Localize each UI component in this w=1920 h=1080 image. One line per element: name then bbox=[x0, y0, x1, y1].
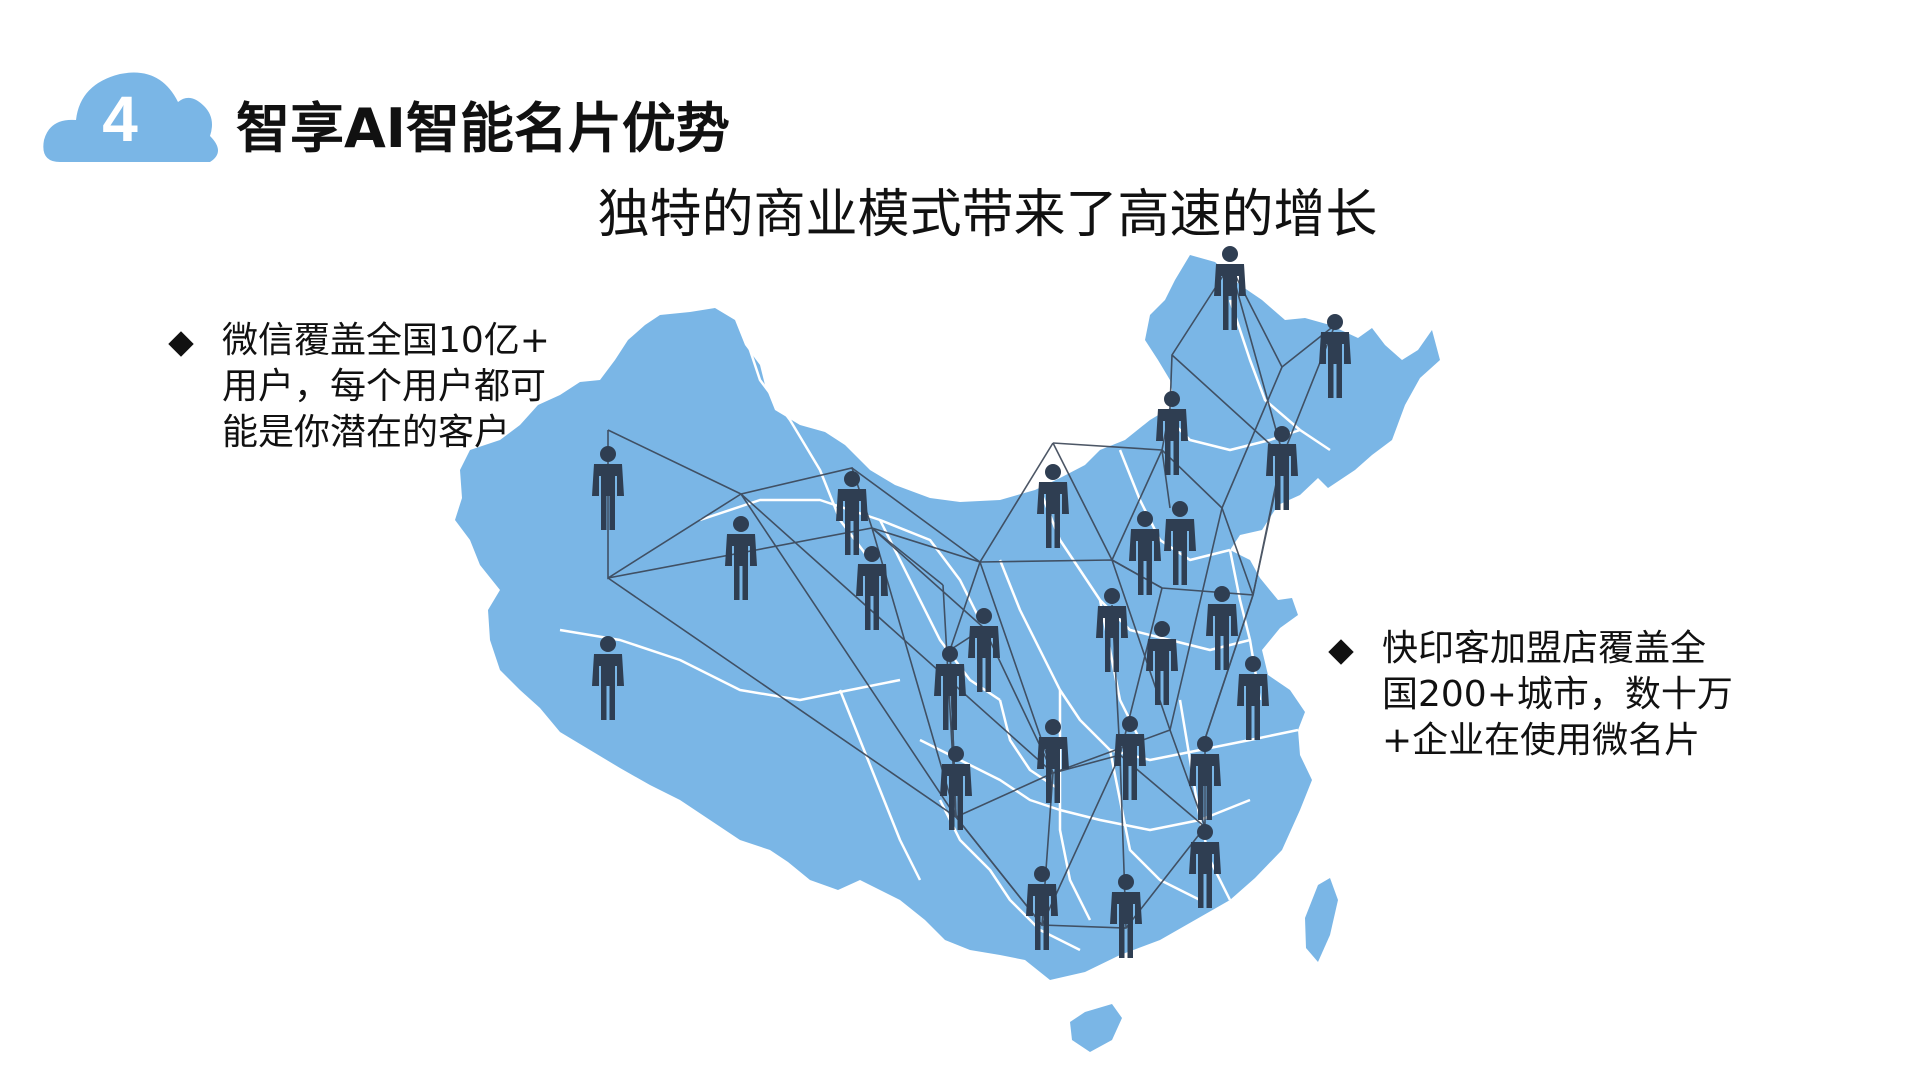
section-number: 4 bbox=[102, 82, 138, 155]
right-note-line: 快印客加盟店覆盖全 bbox=[1382, 628, 1707, 669]
left-note-line: 微信覆盖全国10亿+ bbox=[222, 320, 550, 361]
left-note: 微信覆盖全国10亿+ 用户，每个用户都可 能是你潜在的客户 bbox=[222, 318, 582, 456]
page-title: 智享AI智能名片优势 bbox=[236, 97, 730, 160]
right-note-line: 国200+城市，数十万 bbox=[1382, 674, 1733, 715]
right-note-line: +企业在使用微名片 bbox=[1382, 720, 1701, 761]
diamond-bullet-icon bbox=[168, 331, 194, 357]
right-note: 快印客加盟店覆盖全 国200+城市，数十万 +企业在使用微名片 bbox=[1382, 626, 1762, 764]
cloud-icon bbox=[43, 72, 218, 162]
left-note-line: 用户，每个用户都可 bbox=[222, 366, 547, 407]
map-island-taiwan bbox=[1305, 878, 1338, 962]
left-note-line: 能是你潜在的客户 bbox=[222, 412, 511, 453]
map-island-hainan bbox=[1070, 1004, 1122, 1052]
subtitle: 独特的商业模式带来了高速的增长 bbox=[597, 185, 1378, 245]
map-mainland bbox=[455, 255, 1440, 980]
china-map bbox=[455, 246, 1440, 1052]
